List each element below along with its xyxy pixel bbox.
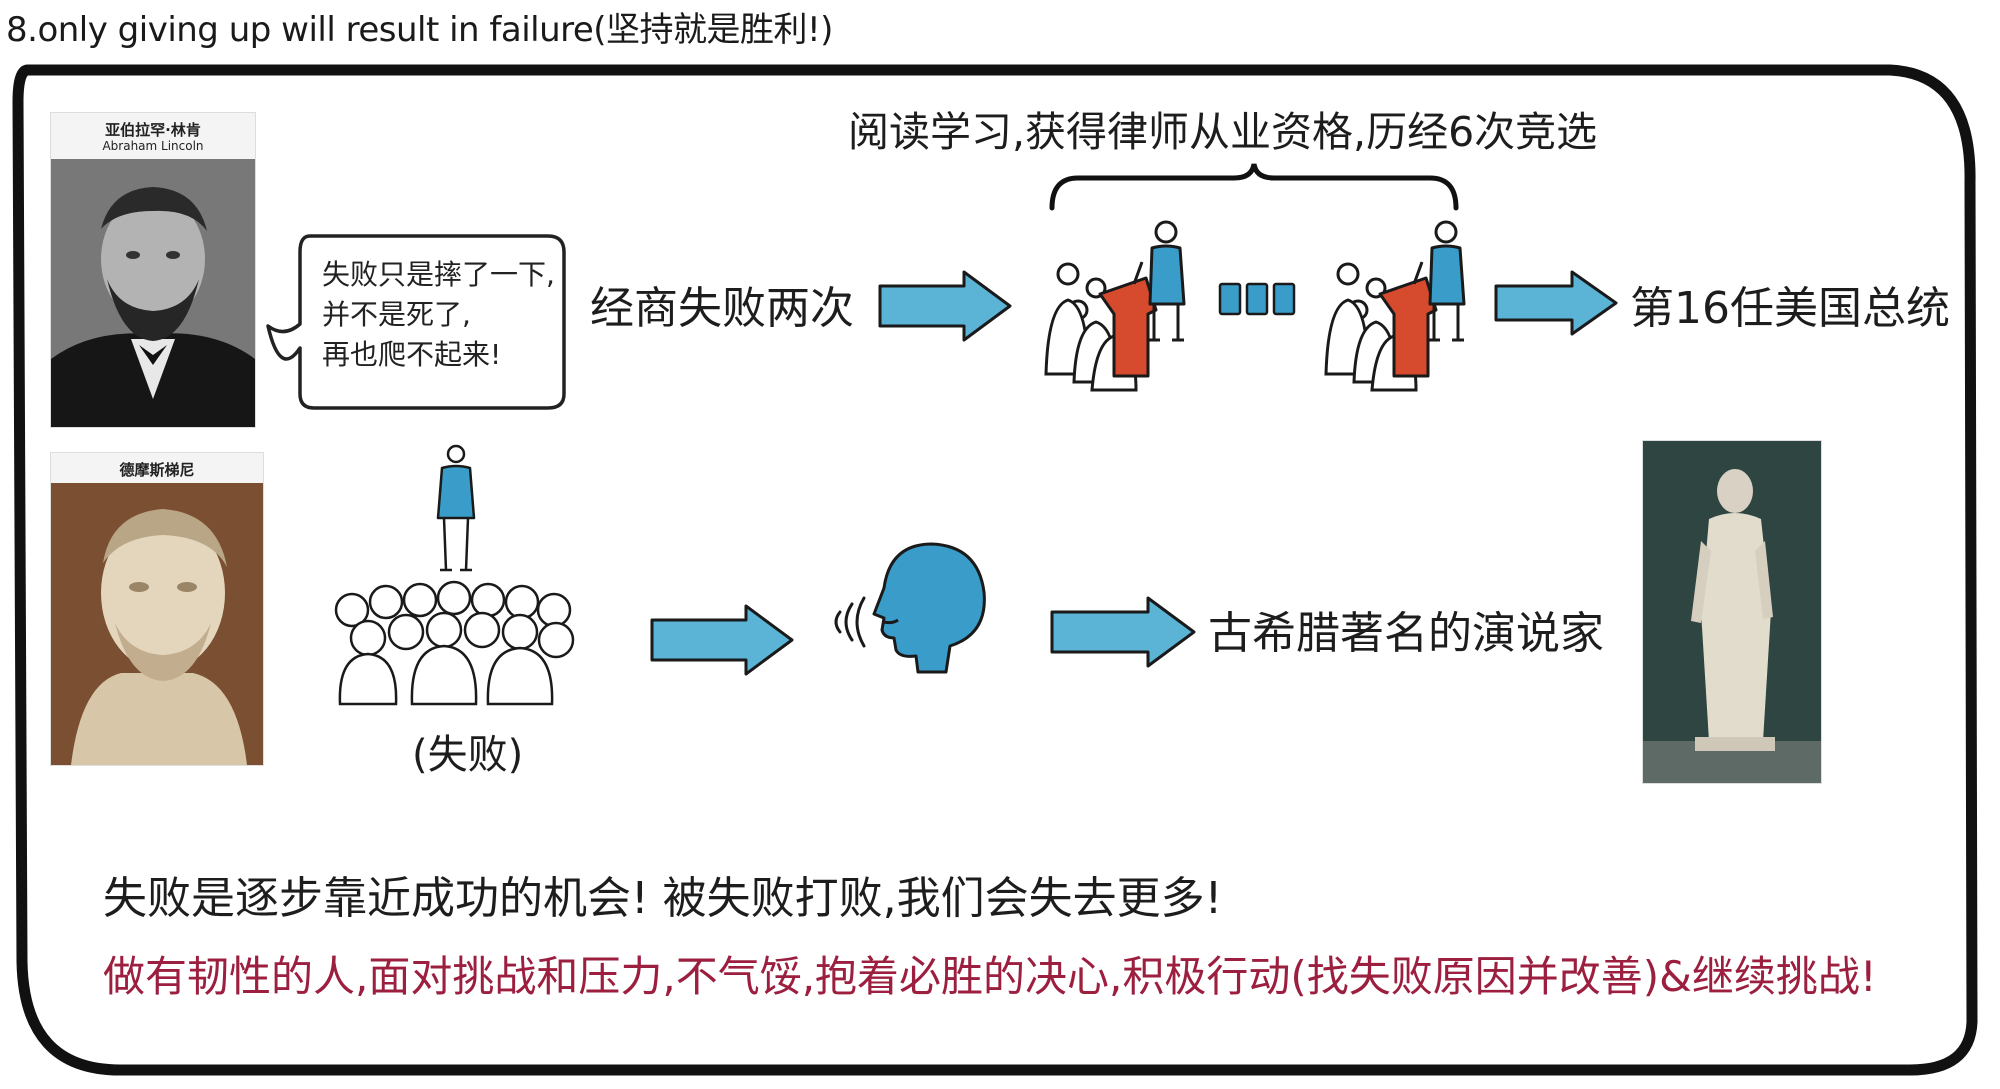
label-greek-orator: 古希腊著名的演说家: [1208, 608, 1604, 659]
label-business-failure: 经商失败两次: [590, 283, 854, 334]
lincoln-caption-cn: 亚伯拉罕·林肯: [105, 121, 201, 139]
label-reading-campaigns: 阅读学习,获得律师从业资格,历经6次竞选: [848, 108, 1598, 156]
statue-icon: [1643, 441, 1821, 783]
quote-line-3: 再也爬不起来!: [322, 338, 502, 371]
content-frame: [12, 64, 1978, 1076]
page-title: 8.only giving up will result in failure(…: [6, 10, 833, 50]
demosthenes-caption-cn: 德摩斯梯尼: [119, 461, 195, 479]
arrow-icon-2: [1494, 270, 1618, 336]
label-16th-president: 第16任美国总统: [1630, 283, 1950, 334]
statue-photo: [1642, 440, 1822, 784]
lincoln-portrait: 亚伯拉罕·林肯 Abraham Lincoln: [50, 112, 256, 428]
bubble-quote: 失败只是摔了一下, 并不是死了, 再也爬不起来!: [322, 255, 555, 375]
demosthenes-portrait: 德摩斯梯尼: [50, 452, 264, 766]
speech-bubble: [266, 234, 566, 410]
curly-brace-icon: [1049, 163, 1459, 211]
campaign-speech-icon-1: [1044, 220, 1186, 392]
speaker-crowd-icon: [334, 444, 575, 706]
quote-line-1: 失败只是摔了一下,: [322, 258, 555, 291]
label-failure: (失败): [412, 732, 524, 778]
arrow-icon-4: [1050, 596, 1196, 668]
quote-line-2: 并不是死了,: [322, 298, 471, 331]
speaking-head-icon: [834, 542, 986, 674]
ellipsis-icon: [1218, 282, 1296, 316]
message-resilience: 做有韧性的人,面对挑战和压力,不气馁,抱着必胜的决心,积极行动(找失败原因并改善…: [103, 952, 1877, 1001]
campaign-speech-icon-2: [1324, 220, 1466, 392]
arrow-icon-1: [878, 270, 1012, 342]
arrow-icon-3: [650, 604, 794, 676]
bust-photo-icon: [51, 483, 263, 765]
lincoln-caption-en: Abraham Lincoln: [102, 139, 204, 153]
message-failure-opportunity: 失败是逐步靠近成功的机会! 被失败打败,我们会失去更多!: [103, 873, 1223, 924]
lincoln-photo-icon: [51, 159, 255, 427]
